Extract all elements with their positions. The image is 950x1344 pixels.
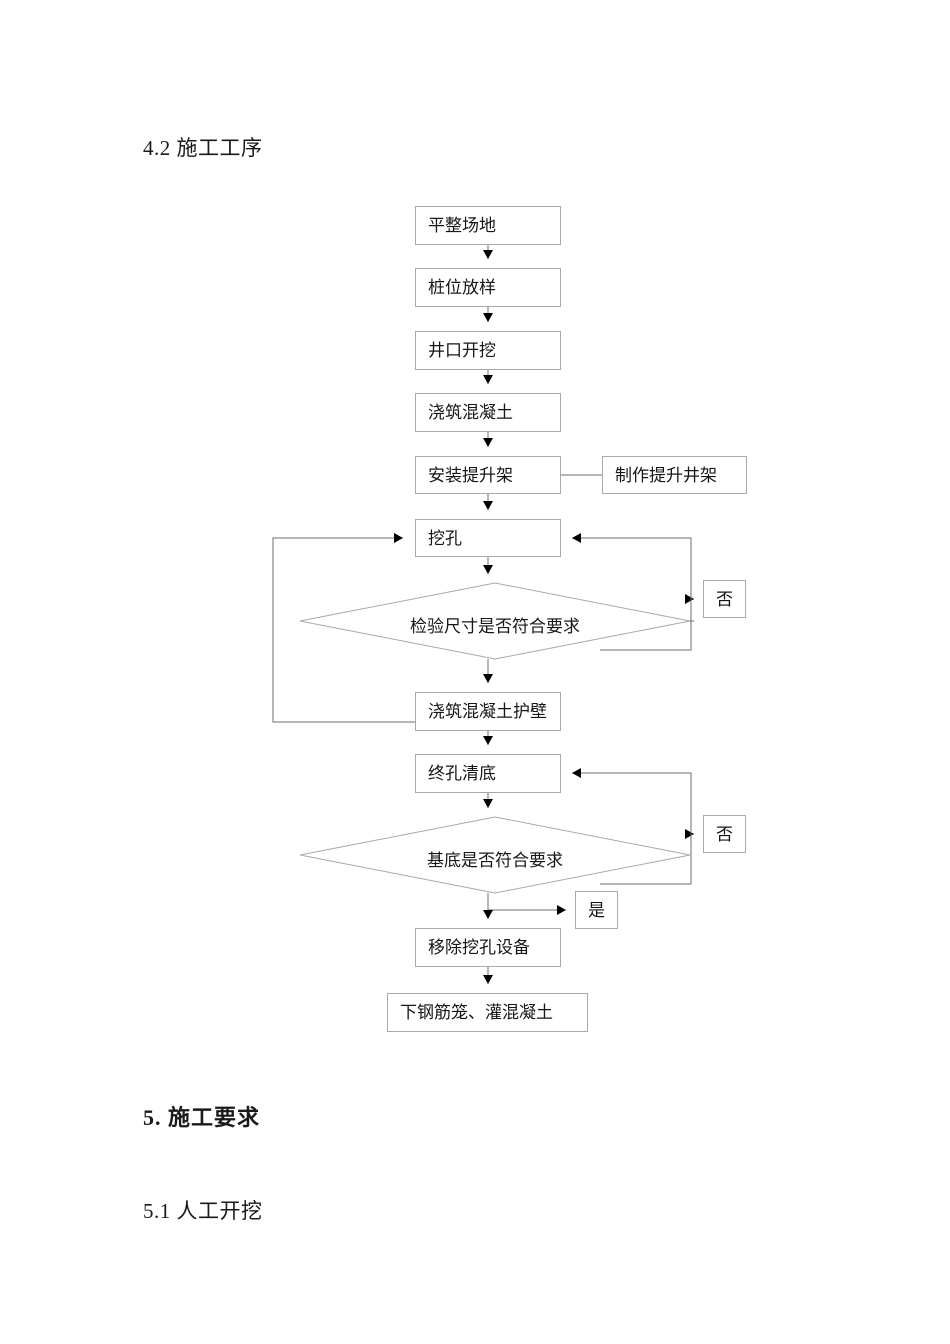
flow-node-label: 下钢筋笼、灌混凝土 <box>400 1003 553 1022</box>
branch-tag-yes-base[interactable]: 是 <box>575 891 618 929</box>
flow-node-install-hoist-frame[interactable]: 安装提升架 <box>415 456 561 494</box>
flow-node-pour-concrete-lining[interactable]: 浇筑混凝土护壁 <box>415 692 561 731</box>
decision-shape-check-dimension <box>299 582 691 660</box>
section-heading-4-2: 4.2 施工工序 <box>143 136 263 160</box>
flow-node-lower-cage-pour-concrete[interactable]: 下钢筋笼、灌混凝土 <box>387 993 588 1032</box>
flow-node-remove-digging-equipment[interactable]: 移除挖孔设备 <box>415 928 561 967</box>
branch-tag-no-base[interactable]: 否 <box>703 815 746 853</box>
flow-node-dig-hole[interactable]: 挖孔 <box>415 519 561 557</box>
flow-node-wellhead-excavation[interactable]: 井口开挖 <box>415 331 561 370</box>
flow-node-label: 安装提升架 <box>428 465 513 485</box>
flow-node-label: 挖孔 <box>428 528 462 548</box>
flow-node-final-hole-cleaning[interactable]: 终孔清底 <box>415 754 561 793</box>
branch-tag-label: 否 <box>716 589 733 609</box>
edge-n7-loop-to-n6 <box>272 533 415 723</box>
flow-node-pile-setting-out[interactable]: 桩位放样 <box>415 268 561 307</box>
flow-node-label: 浇筑混凝土 <box>428 403 513 422</box>
section-heading-5-1: 5.1 人工开挖 <box>143 1199 263 1223</box>
flow-node-label: 浇筑混凝土护壁 <box>428 702 547 721</box>
decision-label-check-base: 基底是否符合要求 <box>427 851 563 870</box>
flow-node-fabricate-hoist-derrick[interactable]: 制作提升井架 <box>602 456 747 494</box>
flow-node-label: 桩位放样 <box>428 278 496 297</box>
edge-d1-loop-to-n6 <box>572 533 692 651</box>
flow-node-pour-concrete[interactable]: 浇筑混凝土 <box>415 393 561 432</box>
flowchart-connectors <box>272 245 694 984</box>
flow-node-label: 平整场地 <box>428 216 496 235</box>
decision-shape-check-base <box>299 816 691 894</box>
flow-node-label: 制作提升井架 <box>615 465 717 485</box>
flow-node-label: 移除挖孔设备 <box>428 938 530 957</box>
decision-label-check-dimension: 检验尺寸是否符合要求 <box>410 617 580 636</box>
flow-node-label: 井口开挖 <box>428 341 496 360</box>
construction-process-flowchart: 平整场地 桩位放样 井口开挖 浇筑混凝土 安装提升架 制作提升井架 挖孔 检验尺… <box>272 206 747 1032</box>
section-heading-5: 5. 施工要求 <box>143 1105 261 1130</box>
flow-node-level-ground[interactable]: 平整场地 <box>415 206 561 245</box>
edge-d2-yes-tag <box>487 893 566 915</box>
branch-tag-no-dimension[interactable]: 否 <box>703 580 746 618</box>
edge-d2-loop-to-n8 <box>572 768 692 885</box>
branch-tag-label: 否 <box>716 824 733 844</box>
branch-tag-label: 是 <box>588 900 605 920</box>
flow-node-label: 终孔清底 <box>428 764 496 783</box>
